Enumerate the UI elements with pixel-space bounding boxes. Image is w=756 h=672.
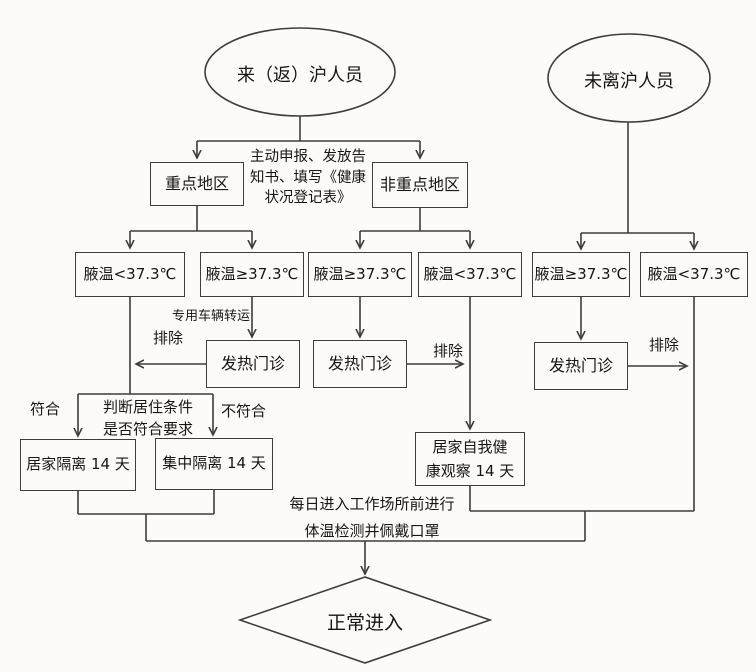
node-temp6: 腋温<37.3℃ <box>640 252 748 297</box>
edge-label-exclude-1: 排除 <box>153 329 184 347</box>
annotation-declare-line2: 知书、填写《健康 <box>250 169 366 186</box>
annotation-declare-line1: 主动申报、发放告 <box>250 149 366 165</box>
edge-label-meets: 符合 <box>30 400 61 418</box>
node-fever-clinic-1: 发热门诊 <box>206 340 300 388</box>
edge-label-exclude-3: 排除 <box>649 336 680 354</box>
node-normal-entry-label: 正常进入 <box>326 612 403 634</box>
node-temp4: 腋温<37.3℃ <box>418 252 522 297</box>
edges <box>78 116 694 574</box>
edge-label-transfer: 专用车辆转运 <box>172 309 251 324</box>
node-home-quarantine: 居家隔离 14 天 <box>20 439 136 491</box>
edge-label-not-meets: 不符合 <box>221 402 267 420</box>
annotation-declare: 主动申报、发放告 知书、填写《健康 状况登记表》 <box>246 147 370 209</box>
annotation-decision: 判断居住条件 是否符合要求 <box>97 396 199 440</box>
node-fever-clinic-3: 发热门诊 <box>534 342 628 390</box>
node-temp3: 腋温≥37.3℃ <box>308 252 412 297</box>
node-arrival-label: 来（返）沪人员 <box>237 65 363 86</box>
annotation-daily-check-line1: 每日进入工作场所前进行 <box>289 495 455 513</box>
node-key-area: 重点地区 <box>150 162 244 206</box>
node-fever-clinic-2: 发热门诊 <box>313 340 407 388</box>
node-temp2: 腋温≥37.3℃ <box>200 252 304 297</box>
annotation-daily-check-line2: 体温检测并佩戴口罩 <box>304 522 440 540</box>
annotation-declare-line3: 状况登记表》 <box>264 190 352 206</box>
annotation-decision-line1: 判断居住条件 <box>102 398 193 416</box>
node-central-quarantine: 集中隔离 14 天 <box>155 438 273 490</box>
node-home-observation: 居家自我健 康观察 14 天 <box>415 432 525 486</box>
node-temp5: 腋温≥37.3℃ <box>532 252 630 297</box>
annotation-daily-check: 每日进入工作场所前进行 体温检测并佩戴口罩 <box>258 491 486 545</box>
node-temp1: 腋温<37.3℃ <box>75 252 185 297</box>
node-normal-entry-shape <box>237 576 493 664</box>
node-home-observation-line2: 康观察 14 天 <box>425 462 515 480</box>
node-stayed-label: 未离沪人员 <box>584 71 674 92</box>
annotation-decision-line2: 是否符合要求 <box>102 420 193 438</box>
node-home-observation-line1: 居家自我健 <box>432 438 508 456</box>
node-nonkey-area: 非重点地区 <box>372 162 468 208</box>
node-stayed-ellipse <box>547 33 711 123</box>
edge-label-exclude-2: 排除 <box>433 342 464 360</box>
